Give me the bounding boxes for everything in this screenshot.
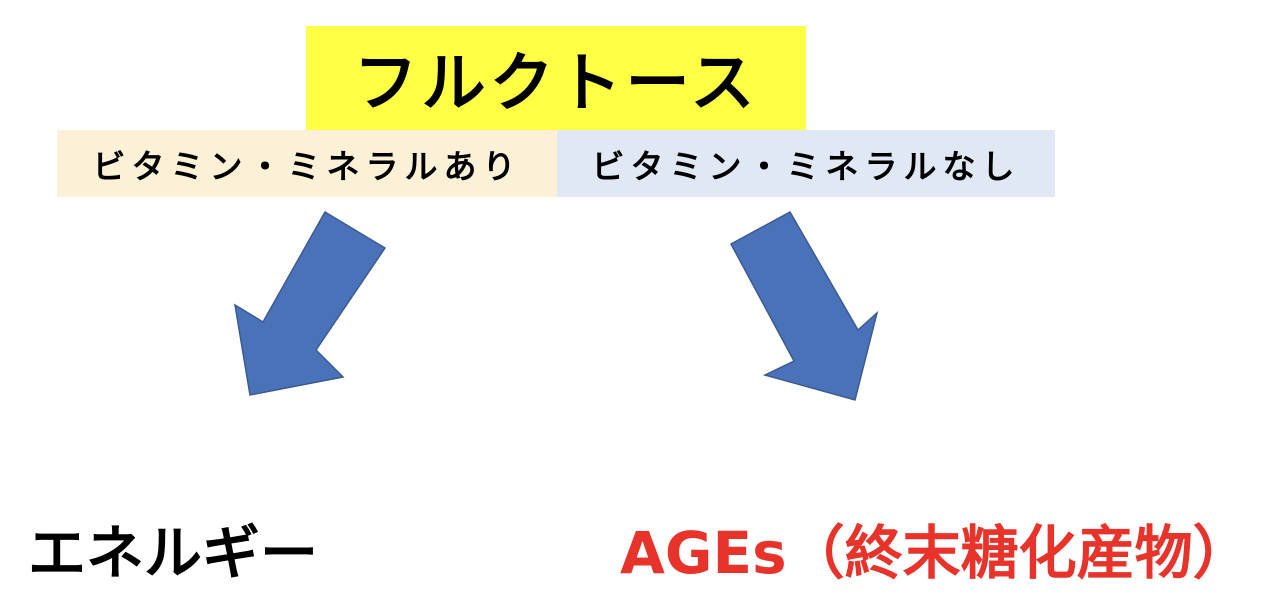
fructose-title: フルクトース: [306, 26, 806, 130]
condition-with-vitamins-minerals: ビタミン・ミネラルあり: [57, 130, 557, 197]
arrow-down-right-icon: [729, 210, 879, 401]
result-energy: エネルギー: [28, 519, 319, 587]
arrow-down-left-icon: [233, 210, 387, 396]
result-ages: AGEs（終末糖化産物）: [620, 519, 1251, 587]
condition-without-vitamins-minerals: ビタミン・ミネラルなし: [557, 130, 1055, 197]
